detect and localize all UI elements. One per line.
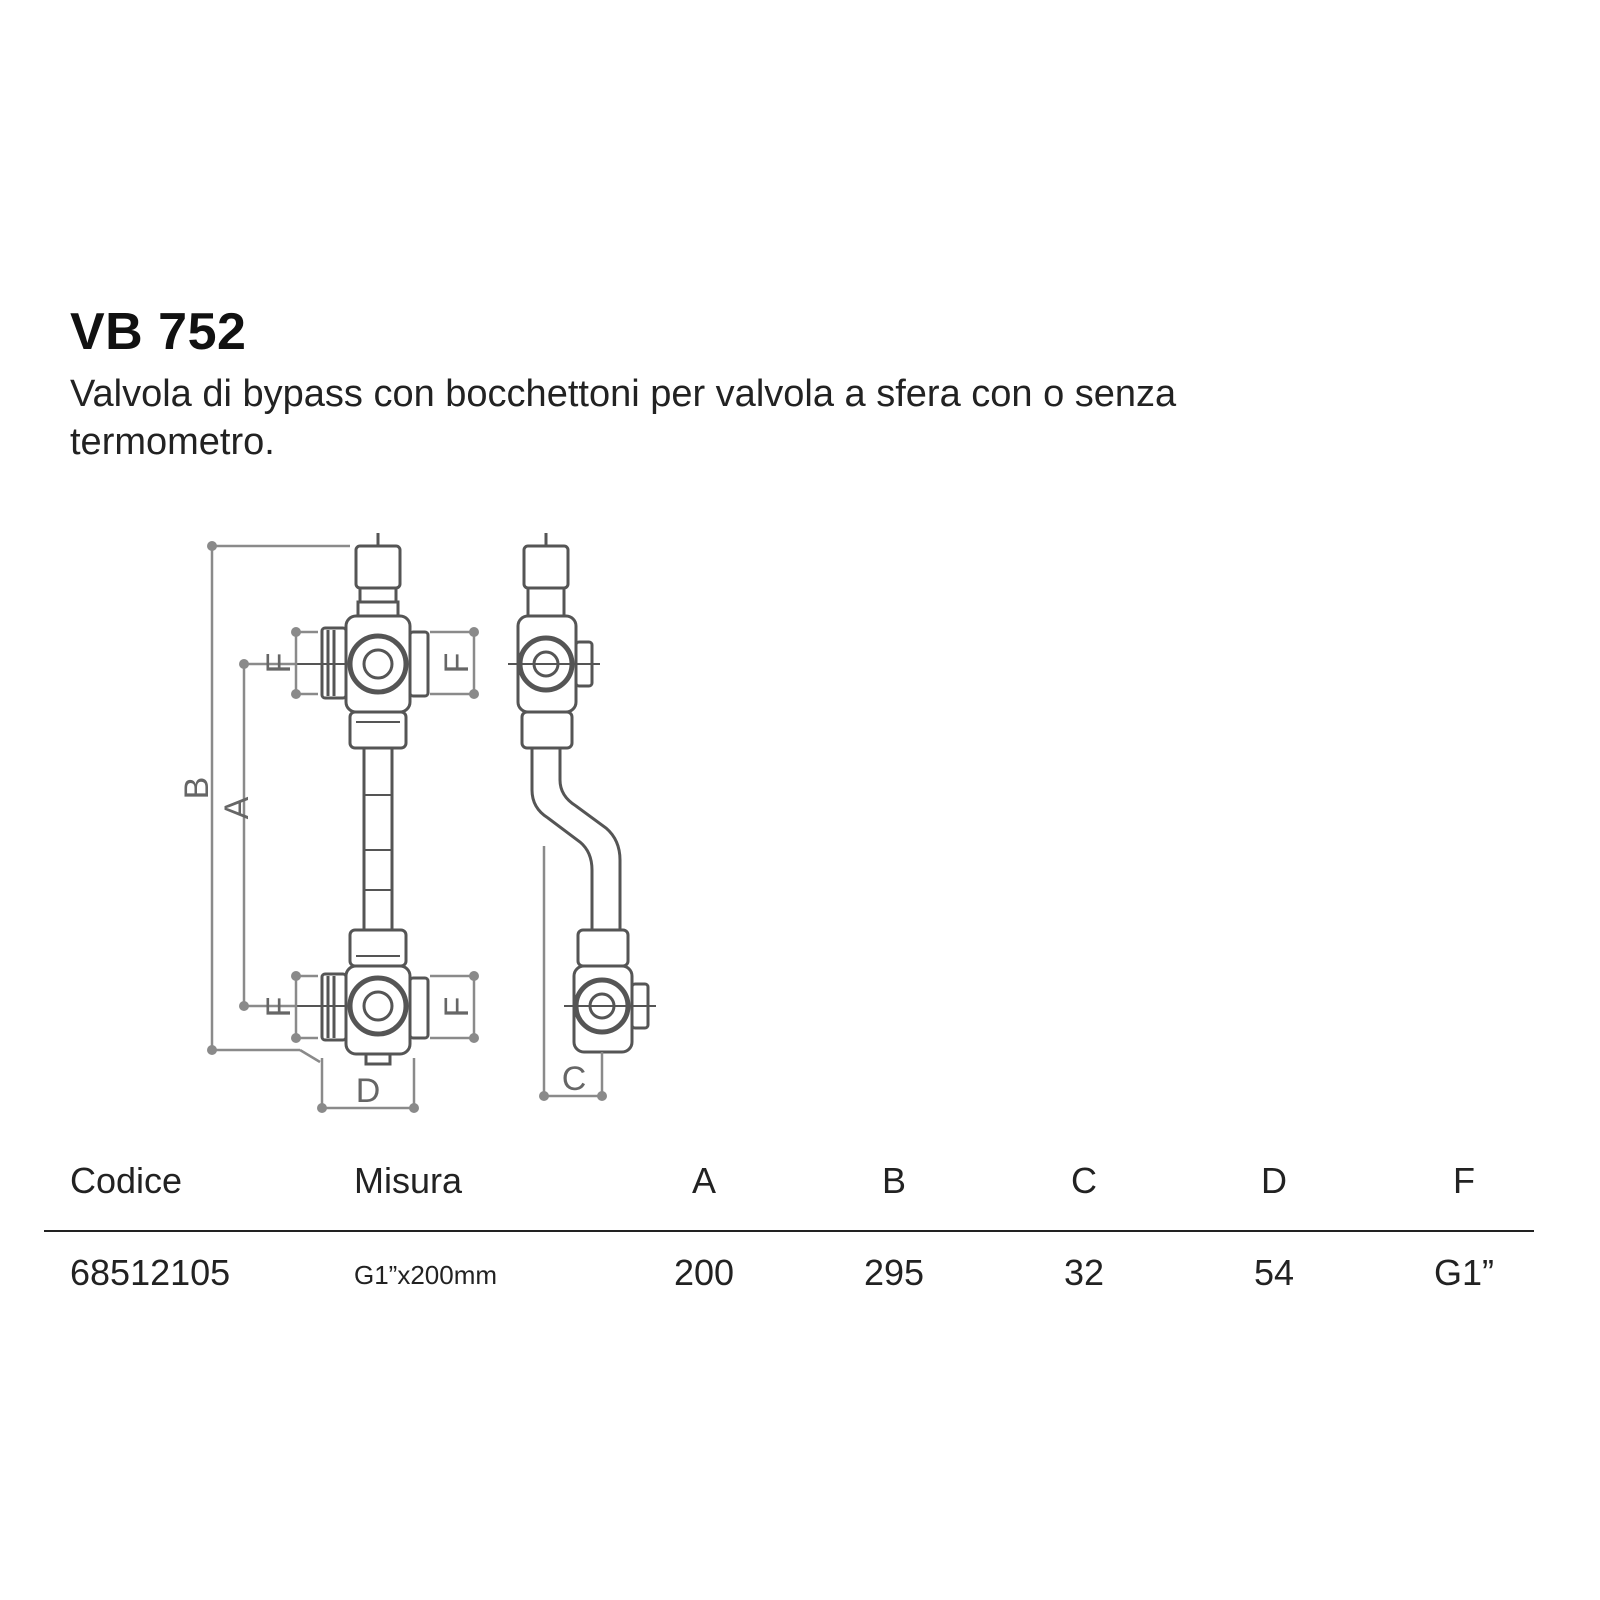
front-bottom-fitting xyxy=(296,928,430,1066)
cell-b: 295 xyxy=(863,1252,925,1293)
dim-label-d: D xyxy=(356,1072,381,1110)
dim-label-f-bottom-left: F xyxy=(260,997,298,1018)
dimension-lines xyxy=(207,541,607,1113)
cell-codice: 68512105 xyxy=(70,1252,231,1293)
header-f: F xyxy=(1453,1160,1475,1201)
front-pipe xyxy=(362,748,394,930)
product-description: Valvola di bypass con bocchettoni per va… xyxy=(70,373,1177,463)
header-misura: Misura xyxy=(354,1160,463,1201)
header-codice: Codice xyxy=(70,1160,183,1201)
header-divider xyxy=(44,1230,1534,1232)
cell-d: 54 xyxy=(1253,1252,1295,1293)
cell-a: 200 xyxy=(673,1252,735,1293)
header-c: C xyxy=(1071,1160,1097,1201)
front-top-fitting xyxy=(296,533,430,750)
dim-label-f-top-right: F xyxy=(438,653,476,674)
side-bottom-fitting xyxy=(564,928,656,1054)
dim-label-f-top-left: F xyxy=(260,653,298,674)
cell-c: 32 xyxy=(1063,1252,1105,1293)
side-top-fitting xyxy=(508,533,600,750)
table-header-row: Codice Misura A B C D F xyxy=(44,1160,1534,1232)
product-title: VB 752 xyxy=(70,303,247,361)
header-b: B xyxy=(881,1160,906,1201)
cell-misura: G1”x200mm xyxy=(354,1260,498,1290)
header-a: A xyxy=(691,1160,716,1201)
side-bent-pipe xyxy=(530,748,622,930)
dimension-table: Codice Misura A B C D F 68512105 G1”x200… xyxy=(44,1160,1534,1312)
dim-label-f-bottom-right: F xyxy=(438,997,476,1018)
dim-label-a: A xyxy=(218,796,256,819)
cell-f: G1” xyxy=(1433,1252,1494,1293)
dim-label-c: C xyxy=(562,1060,587,1098)
table-row: 68512105 G1”x200mm 200 295 32 54 G1” xyxy=(44,1252,1534,1312)
dim-label-b: B xyxy=(178,777,216,800)
header-d: D xyxy=(1261,1160,1287,1201)
